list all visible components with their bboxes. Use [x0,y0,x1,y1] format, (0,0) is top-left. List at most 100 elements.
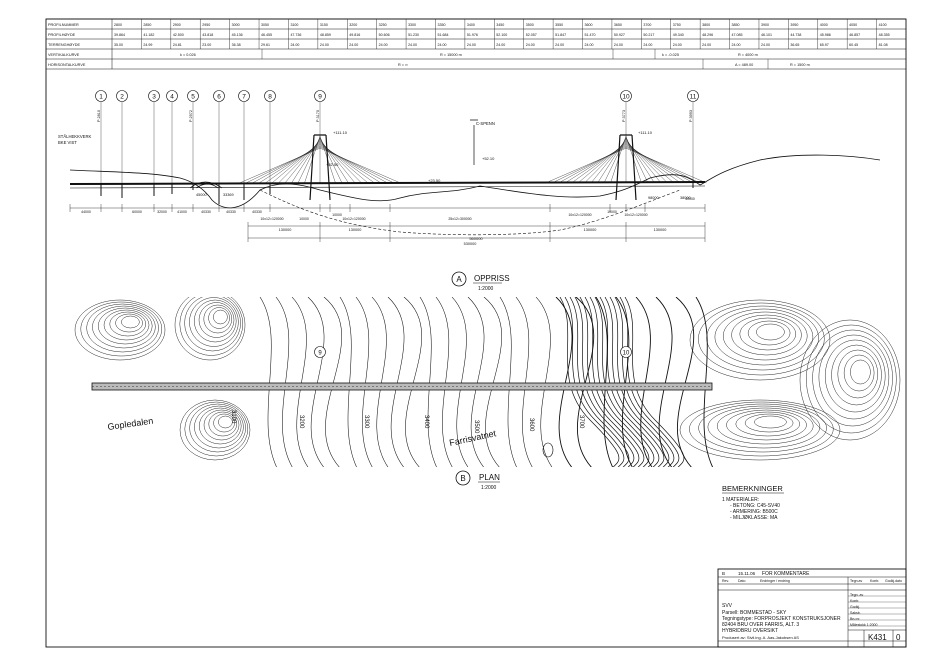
table-cell: 50.606 [379,33,390,37]
drawing-number: K431 [868,633,887,642]
table-cell: 51.684 [437,33,448,37]
table-cell: 3300 [408,23,416,27]
table-cell: 45.136 [232,33,243,37]
table-cell: 24.00 [496,43,505,47]
table-cell: 51.976 [467,33,478,37]
table-cell: 3400 [467,23,475,27]
table-cell: 24.99 [143,43,152,47]
table-cell: 3450 [496,23,504,27]
horizontal-curve-value: R = 1500 m [790,63,810,67]
remarks-line: - MILJØKLASSE: MA [730,515,778,521]
table-cell: 24.00 [437,43,446,47]
piers [100,182,694,204]
steel-truss-label: STÅLHEKKVERK [58,134,91,139]
table-cell: 3550 [555,23,563,27]
table-cell: 4100 [879,23,887,27]
axis-label: 9 [318,94,322,101]
vertical-curve-value: R = 15000 m [440,53,462,57]
table-cell: 3650 [614,23,622,27]
project-line: HYBRIDBRU OVERSIKT [722,628,778,634]
table-cell: 47.085 [732,33,743,37]
table-cell: 2800 [114,23,122,27]
contour-label: 3500 [473,420,479,434]
axis-label: 2 [120,94,124,101]
table-cell: 24.00 [702,43,711,47]
table-cell: 24.00 [379,43,388,47]
axis-label: 10 [622,94,630,101]
vertical-curve-value: k = 0.026 [180,53,196,57]
view-title: PLAN [479,473,500,482]
span-dimension: 44000 [81,210,91,214]
view-label-opriss: A OPPRISS 1:2000 [451,271,510,292]
table-cell: 24.00 [585,43,594,47]
span-dimension: 40330 [226,210,236,214]
table-row-label: PROFILHØYDE [48,33,76,37]
span-dimension: 10x12=120000 [624,213,647,217]
table-cell: 45.986 [820,33,831,37]
contour-label: 3400 [423,415,429,429]
table-cell: 3350 [437,23,445,27]
view-scale: 1:2000 [481,485,497,491]
level-label: +23.50 [428,178,441,183]
table-row-label: TERRENGHØYDE [48,43,81,47]
level-label: +111.10 [333,130,348,135]
project-line: Tegningstype: FORPROSJEKT KONSTRUKSJONER [722,616,841,622]
remarks-line: - BETONG: C45-SV40 [730,503,780,509]
profile-label: P 2972 [189,110,193,122]
profile-label: P 3170 [316,110,320,122]
project-line: SVV [722,603,733,609]
span-dimension: 10000 [332,213,342,217]
level-label: +111.10 [638,130,653,135]
span-dimension: 41000 [177,210,187,214]
table-cell: 42.500 [173,33,184,37]
table-row-label: PROFILNUMMER [48,23,79,27]
table-cell: 3500 [526,23,534,27]
steel-truss-label: BKE VIST [58,140,77,145]
axis-label: 10 [623,351,630,357]
table-cell: 3800 [702,23,710,27]
view-label-plan: B PLAN 1:2000 [455,470,500,491]
terrain-line [69,154,881,209]
table-cell: 46.101 [761,33,772,37]
profile-label: P 3993 [689,110,693,122]
view-title: OPPRISS [474,274,510,283]
table-cell: 48.296 [702,33,713,37]
rev-header-cell: Godkj.dato [885,579,902,583]
title-field: Målestokk 1:2000 [850,623,877,627]
group-dimension: 530000 [464,242,477,246]
table-cell: 48.859 [320,33,331,37]
horizontal-curve-value: R = ∞ [398,63,408,67]
view-letter: A [456,275,462,284]
table-cell: 24.00 [614,43,623,47]
table-cell: 3750 [673,23,681,27]
table-cell: 48.355 [879,33,890,37]
table-cell: 3600 [585,23,593,27]
table-cell: 3100 [290,23,298,27]
contour-label: 3700 [578,415,584,429]
level-label: +52.10 [482,156,495,161]
rev-text: FOR KOMMENTARE [762,571,810,577]
table-cell: 3050 [261,23,269,27]
level-label: +52.50 [326,162,339,167]
dimension-label: 38000 [680,196,691,200]
table-cell: 3950 [790,23,798,27]
table-cell: 51.230 [408,33,419,37]
rev-header-cell: Kontr. [870,579,879,583]
table-cell: 29.61 [261,43,270,47]
profile-label: P 2810 [97,110,101,122]
table-cell: 2950 [202,23,210,27]
table-cell: 51.470 [585,33,596,37]
span-dimension: 40330 [201,210,211,214]
table-cell: 47.736 [290,33,301,37]
table-cell: 3150 [320,23,328,27]
table-cell: 41.182 [143,33,154,37]
table-cell: 43.818 [202,33,213,37]
title-field: Saksb. [850,611,861,615]
table-cell: 60.45 [849,43,858,47]
table-cell: 3000 [232,23,240,27]
table-cell: 24.00 [673,43,682,47]
axis-label: 11 [690,94,697,101]
